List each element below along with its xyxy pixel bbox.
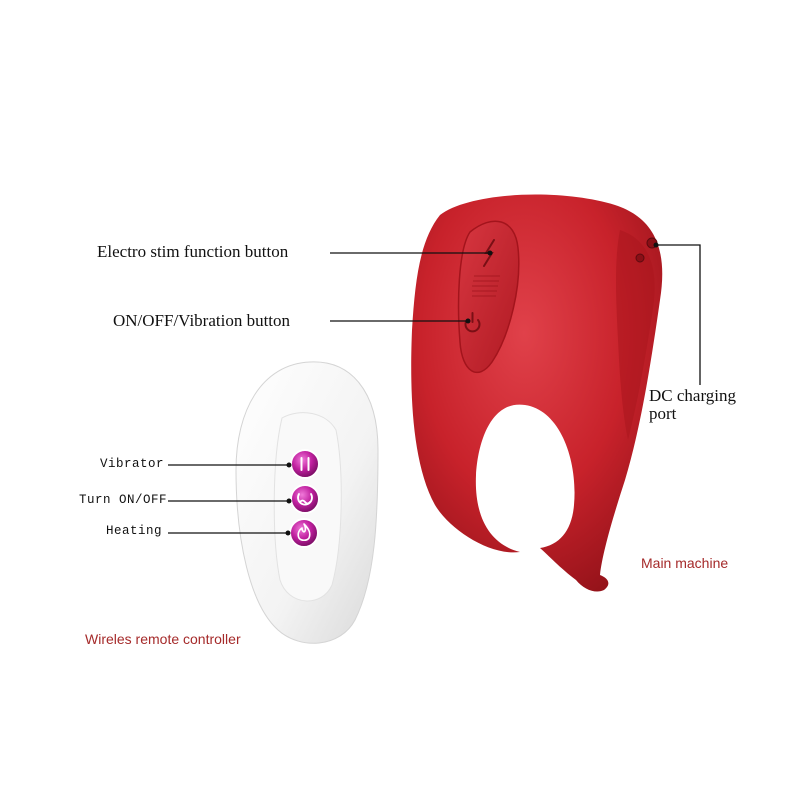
leader-electro-stim: [330, 250, 493, 256]
flame-icon: [297, 523, 311, 542]
main-machine: [411, 194, 663, 592]
label-heating: Heating: [106, 524, 163, 538]
vibrator-button[interactable]: [290, 449, 320, 479]
label-electro-stim: Electro stim function button: [97, 242, 289, 261]
leader-lines: [168, 242, 701, 536]
leader-turn-on-off: [168, 498, 292, 504]
label-dc-line2: port: [649, 404, 677, 423]
grip-lines: [472, 275, 500, 297]
remote-controller: [235, 361, 379, 644]
heating-button[interactable]: [289, 518, 319, 548]
main-machine-side-panel: [616, 230, 655, 440]
caption-main-machine: Main machine: [641, 555, 729, 571]
main-machine-button-pad: [457, 220, 520, 374]
label-dc-charging-port: DC charging port: [649, 387, 769, 423]
power-icon: [464, 312, 481, 333]
leader-dc-port: [653, 242, 701, 385]
leader-heating: [168, 530, 291, 536]
label-vibrator: Vibrator: [100, 457, 165, 471]
leader-vibrator: [168, 462, 292, 468]
wave-power-icon: [297, 493, 313, 506]
label-on-off-vibration: ON/OFF/Vibration button: [113, 311, 291, 330]
main-machine-ring-hole: [483, 415, 563, 542]
pause-icon: [300, 457, 310, 471]
label-turn-on-off: Turn ON/OFF: [79, 493, 168, 507]
label-dc-line1: DC charging: [649, 386, 737, 405]
turn-on-off-button[interactable]: [290, 484, 320, 514]
leader-on-off: [330, 318, 471, 324]
caption-remote-controller: Wireles remote controller: [85, 631, 241, 647]
